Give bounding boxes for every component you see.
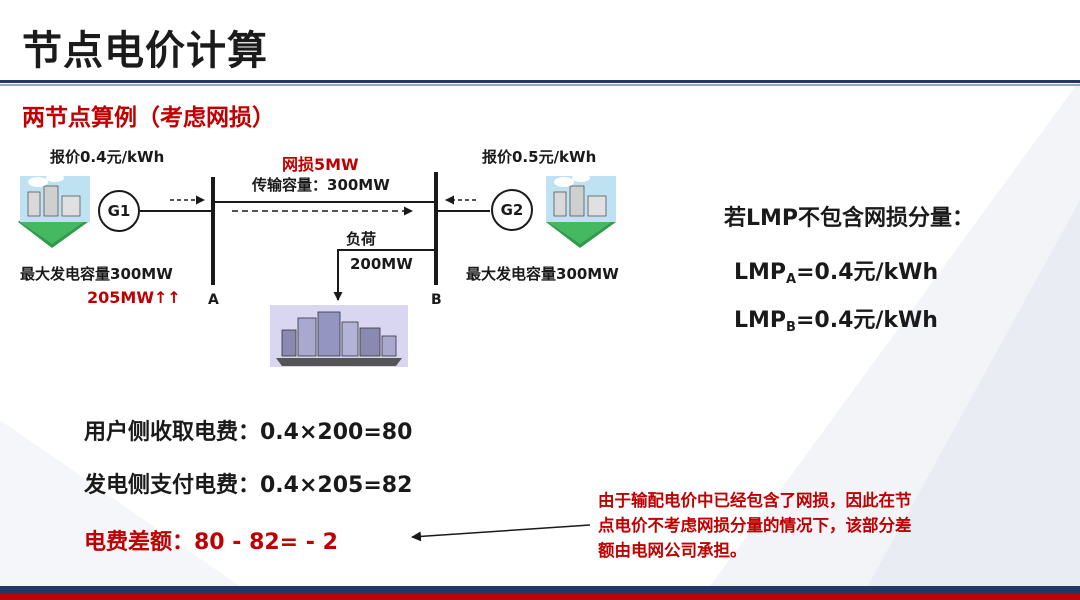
g1-capacity-label: 最大发电容量300MW xyxy=(20,265,173,283)
note-line-2: 点电价不考虑网损分量的情况下，该部分差 xyxy=(598,516,912,535)
user-fee-line: 用户侧收取电费：0.4×200=80 xyxy=(84,420,413,445)
load-value: 200MW xyxy=(350,255,413,273)
title-divider-light xyxy=(0,84,1080,86)
bus-b-label: B xyxy=(431,292,442,308)
load-connection xyxy=(333,249,436,301)
lmp-a-prefix: LMP xyxy=(734,260,787,285)
example-subtitle: 两节点算例（考虑网损） xyxy=(22,105,275,131)
lmp-a-value: =0.4元/kWh xyxy=(796,260,939,285)
lmp-a-formula: LMPA=0.4元/kWh xyxy=(734,254,938,287)
lmp-b-value: =0.4元/kWh xyxy=(795,308,938,333)
note-line-1: 由于输配电价中已经包含了网损，因此在节 xyxy=(598,491,912,510)
line-loss-label: 网损5MW xyxy=(282,155,359,174)
lmp-a-subscript: A xyxy=(786,272,797,287)
load-label: 负荷 xyxy=(346,230,377,248)
power-plant-g2-icon xyxy=(546,174,616,248)
lmp-heading: 若LMP不包含网损分量： xyxy=(724,206,975,231)
explanation-note: 由于输配电价中已经包含了网损，因此在节 点电价不考虑网损分量的情况下，该部分差 … xyxy=(598,488,912,563)
g1-output-label: 205MW↑↑ xyxy=(87,288,181,307)
page-title: 节点电价计算 xyxy=(22,28,268,74)
generator-g2: G2 xyxy=(491,189,533,231)
lmp-b-formula: LMPB=0.4元/kWh xyxy=(734,302,938,335)
g2-price-label: 报价0.5元/kWh xyxy=(482,148,597,166)
generator-g1: G1 xyxy=(98,190,140,232)
line-capacity-label: 传输容量：300MW xyxy=(252,176,390,194)
fee-difference-line: 电费差额：80 - 82= - 2 xyxy=(84,530,338,555)
power-plant-g1-icon xyxy=(18,174,90,248)
g2-capacity-label: 最大发电容量300MW xyxy=(466,265,619,283)
footer-bar-accent xyxy=(0,593,1080,600)
footer-bar xyxy=(0,586,1080,593)
g1-price-label: 报价0.4元/kWh xyxy=(50,148,165,166)
lmp-b-prefix: LMP xyxy=(734,308,787,333)
title-divider xyxy=(0,80,1080,83)
lmp-b-subscript: B xyxy=(786,320,796,335)
city-load-icon xyxy=(270,305,408,367)
bus-a-label: A xyxy=(208,292,219,308)
note-line-3: 额由电网公司承担。 xyxy=(598,541,747,560)
generator-fee-line: 发电侧支付电费：0.4×205=82 xyxy=(84,473,413,498)
